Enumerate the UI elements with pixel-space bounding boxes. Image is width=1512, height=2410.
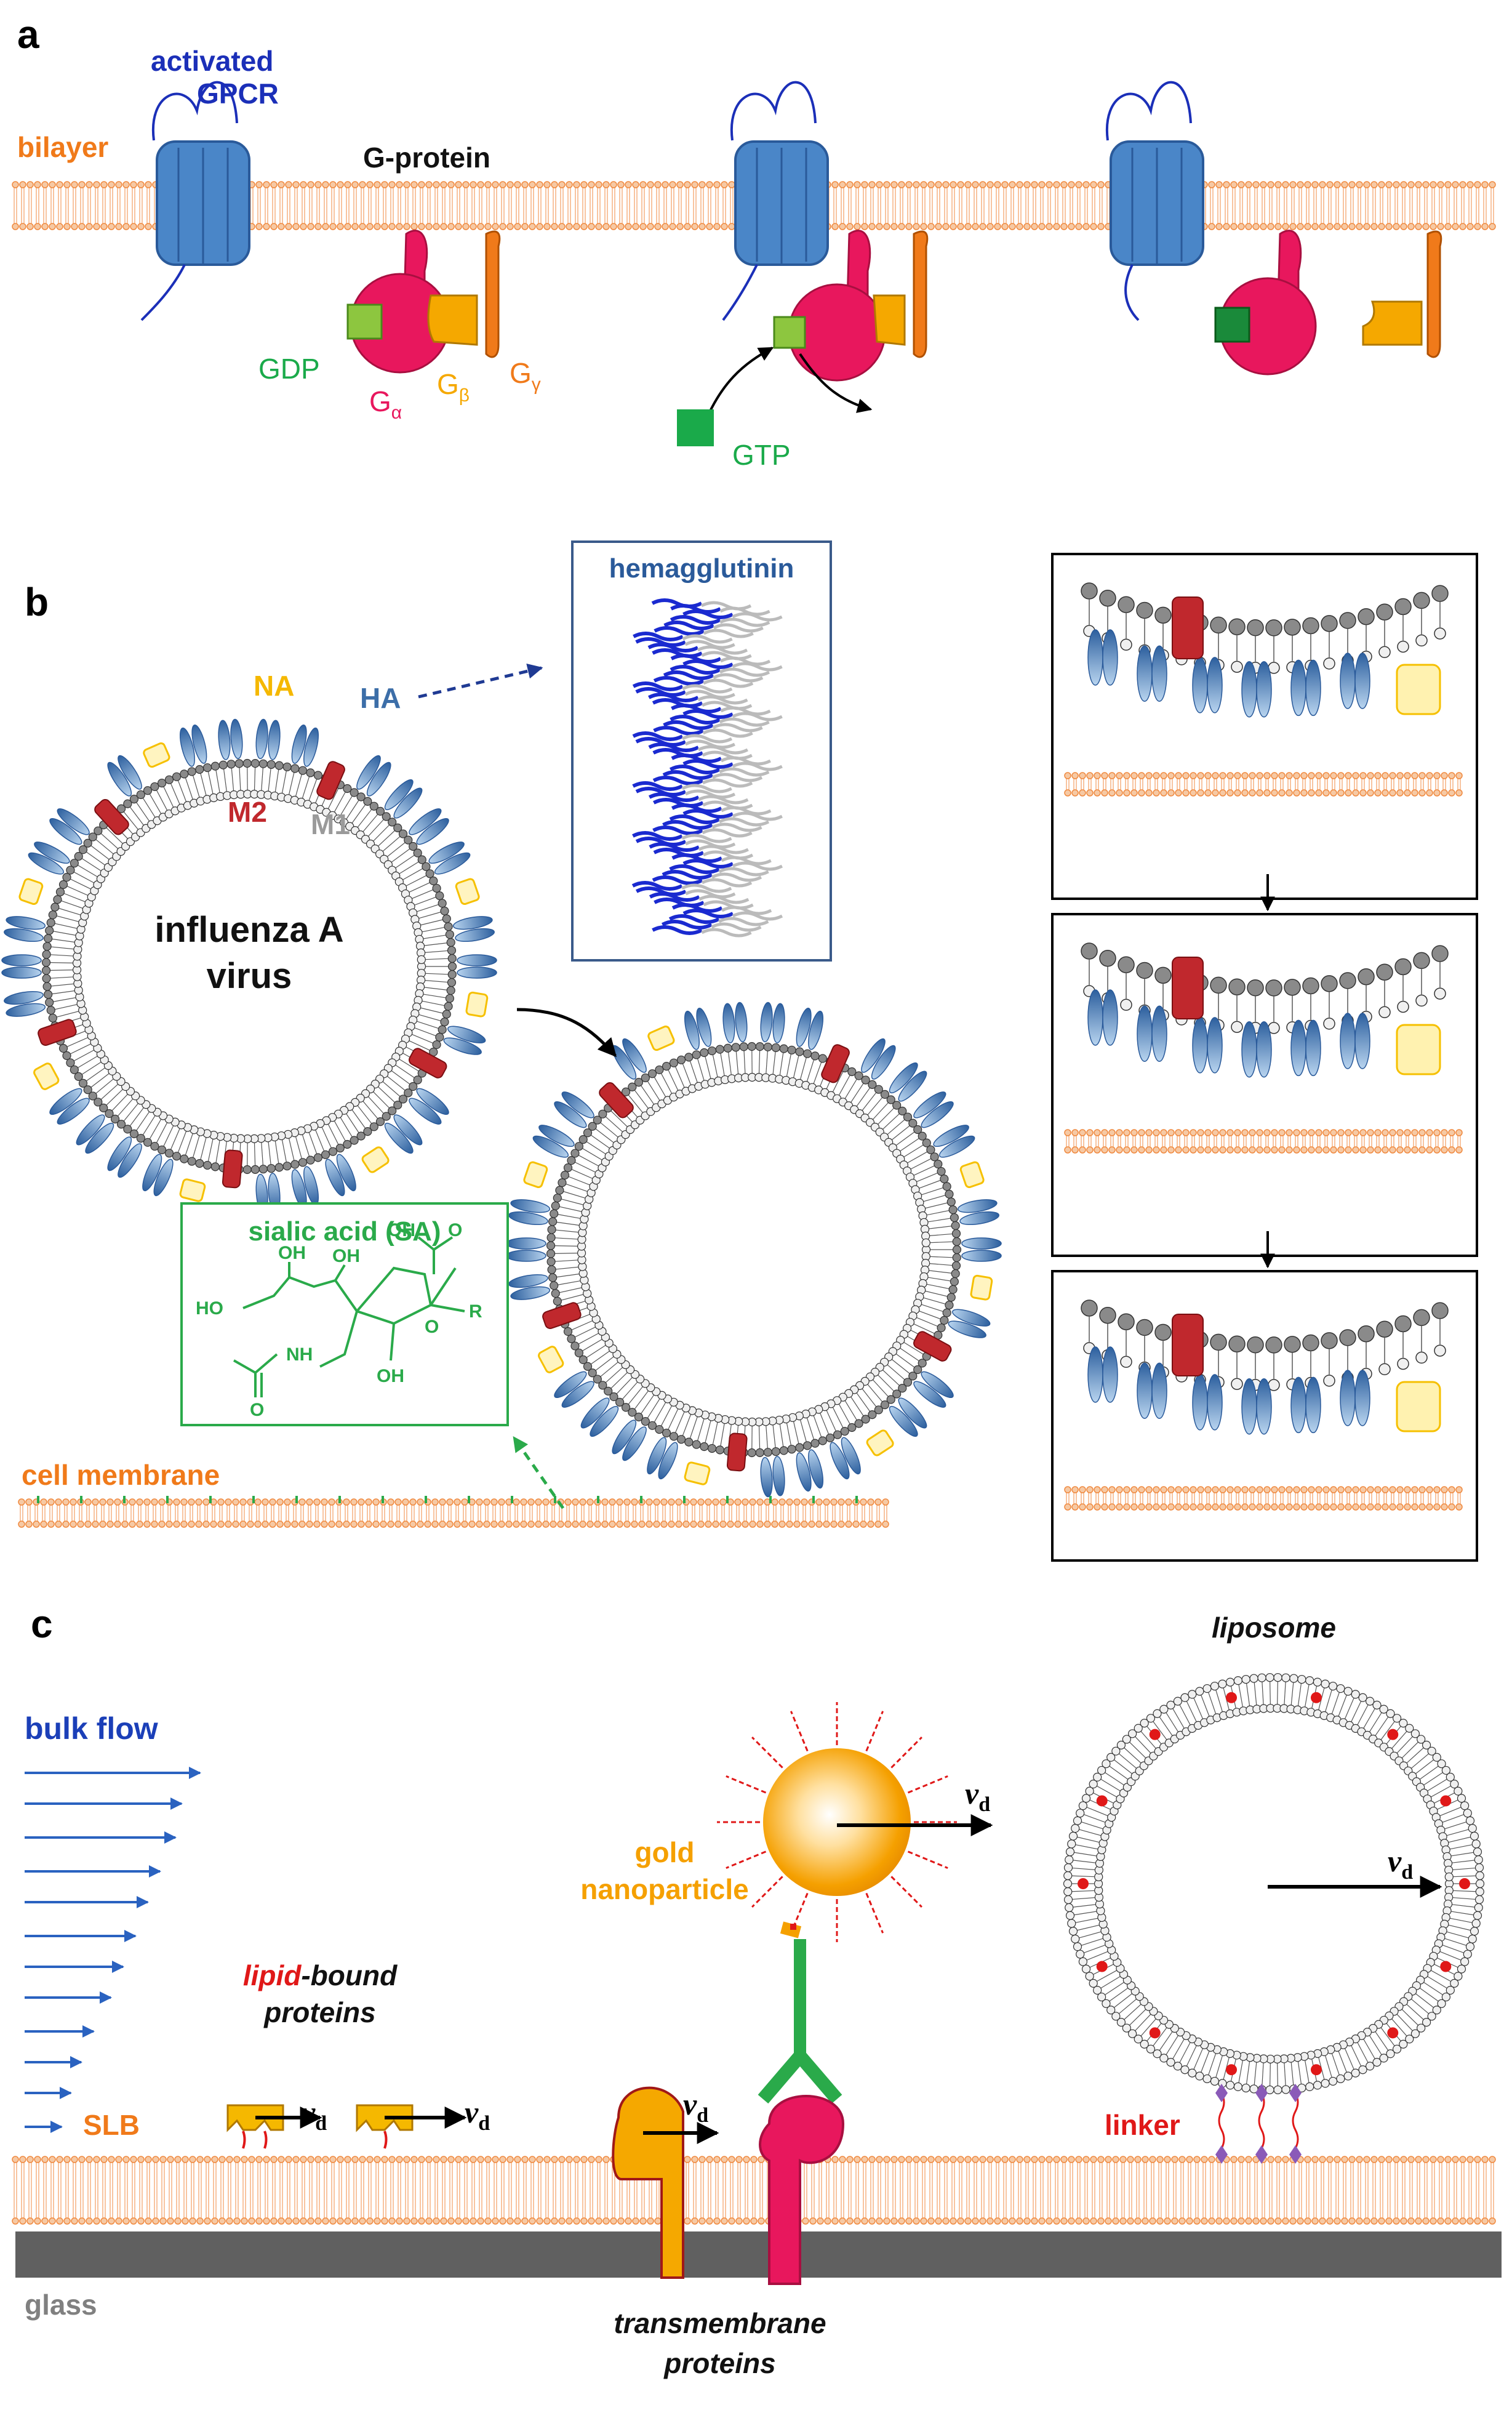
gdp-square — [346, 303, 383, 340]
bulk-flow-label: bulk flow — [25, 1711, 158, 1746]
binding-stage-2-box — [1051, 913, 1478, 1257]
binding-stage-1-box — [1051, 553, 1478, 900]
sialic-acid-structure — [233, 1236, 465, 1397]
chem-o3: O — [425, 1317, 439, 1337]
gold-label-line1: gold — [634, 1836, 694, 1868]
cell-membrane-label: cell membrane — [22, 1459, 220, 1491]
activated-gpcr-label-line1: activated — [151, 45, 273, 77]
vesicles — [1, 718, 1485, 2095]
chem-oh4: OH — [377, 1366, 404, 1386]
liposome-velocity-label: vd — [1388, 1844, 1413, 1884]
hemagglutinin-box: hemagglutinin — [571, 540, 832, 962]
virus-label-line1: influenza A — [154, 910, 343, 950]
lipid-bound-protein-1 — [226, 2104, 284, 2149]
influenza-virus-2 — [506, 1002, 1002, 1498]
g-beta-label: Gβ — [437, 368, 470, 406]
gdp-out-arrow — [799, 353, 873, 413]
g-protein-label: G-protein — [363, 142, 490, 174]
chem-oh2: OH — [332, 1246, 360, 1266]
sialic-acid-box: sialic acid (SA) HO OH OH O OH NH O O R — [180, 1202, 509, 1426]
cell-membrane-bilayer — [18, 1498, 889, 1528]
lipid-bilayers — [12, 181, 1496, 2225]
panel-c-letter: c — [31, 1602, 53, 1646]
tm-velocity-label: vd — [683, 2087, 708, 2127]
ha-pointer-arrow — [418, 663, 543, 699]
chem-nh: NH — [286, 1344, 313, 1365]
stage-membrane — [1064, 1129, 1463, 1154]
binding-stages — [1064, 582, 1463, 1511]
bulk-flow-arrows — [25, 1767, 201, 2133]
transmembrane-label-line2: proteins — [663, 2347, 775, 2379]
glass-substrate — [15, 2231, 1502, 2278]
gtp-label: GTP — [732, 439, 791, 471]
gpcr-receptor-2 — [722, 81, 829, 321]
chem-oh1: OH — [278, 1243, 306, 1263]
virus-label-line2: virus — [207, 956, 292, 996]
m2-label: M2 — [228, 796, 267, 828]
lipid-bound-protein-2 — [356, 2104, 414, 2149]
gtp-square — [677, 409, 714, 446]
chem-o1: O — [448, 1220, 462, 1240]
liposome-vesicle — [1063, 1673, 1485, 2095]
m1-label: M1 — [311, 808, 350, 840]
transmembrane-protein-orange — [612, 2086, 684, 2279]
lb1-velocity-label: vd — [302, 2095, 327, 2135]
sialic-acid-title: sialic acid (SA) — [248, 1216, 441, 1247]
g-alpha-gtp-dissociated — [1214, 230, 1317, 376]
chem-r: R — [469, 1301, 482, 1322]
chem-oh3: OH — [388, 1220, 415, 1240]
lb2-velocity-label: vd — [465, 2095, 490, 2135]
hemagglutinin-structure — [631, 598, 783, 938]
slb-bilayer — [12, 2156, 1496, 2225]
antibody-linked-protein — [758, 1921, 845, 2285]
virus-approach-arrow — [516, 1008, 617, 1058]
panel-a-letter: a — [17, 12, 39, 57]
stage-membrane — [1064, 772, 1463, 797]
gold-velocity-label: vd — [965, 1776, 990, 1816]
panel-b-letter: b — [25, 580, 49, 624]
g-protein-bound — [773, 230, 929, 382]
bilayer-label: bilayer — [17, 131, 108, 163]
g-alpha-label: Gα — [369, 385, 402, 423]
lipid-bound-label: lipid-bound — [243, 1959, 398, 1991]
ha-label: HA — [360, 682, 401, 714]
g-protein-inactive — [346, 230, 501, 374]
transmembrane-label-line1: transmembrane — [614, 2307, 826, 2339]
glass-label: glass — [25, 2289, 97, 2321]
gdp-label: GDP — [258, 353, 320, 385]
activated-gpcr-label-line2: GPCR — [197, 78, 279, 110]
slb-label: SLB — [83, 2109, 140, 2141]
lipid-bound-proteins-label: proteins — [263, 1996, 375, 2028]
liposome-label: liposome — [1212, 1612, 1336, 1644]
na-label: NA — [254, 670, 294, 702]
chem-o2: O — [250, 1400, 264, 1420]
linker-label: linker — [1105, 2109, 1180, 2141]
linkers — [1215, 2084, 1302, 2164]
stage-membrane — [1064, 1486, 1463, 1511]
influenza-virus-1 — [1, 718, 497, 1215]
g-beta-gamma-dissociated — [1362, 230, 1442, 358]
gold-label-line2: nanoparticle — [580, 1873, 749, 1905]
gold-nanoparticle — [717, 1702, 957, 1942]
gpcr-receptor-1 — [140, 81, 250, 321]
chem-ho: HO — [196, 1298, 223, 1319]
gpcr-receptor-3 — [1105, 81, 1204, 321]
g-gamma-label: Gγ — [510, 357, 541, 395]
hemagglutinin-title: hemagglutinin — [609, 553, 794, 584]
